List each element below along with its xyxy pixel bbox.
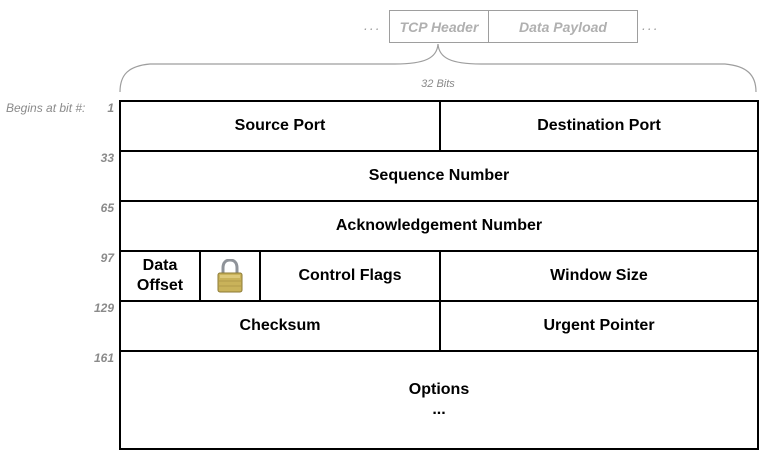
acknowledgement-number-field: Acknowledgement Number	[119, 200, 759, 250]
checksum-label: Checksum	[239, 317, 321, 334]
data-offset-label-line2: Offset	[136, 277, 184, 294]
data-payload-box: Data Payload	[488, 10, 638, 43]
sequence-number-label: Sequence Number	[368, 167, 510, 184]
source-port-field: Source Port	[119, 100, 439, 150]
urgent-pointer-field: Urgent Pointer	[439, 300, 759, 350]
tcp-header-diagram: Source Port Destination Port Sequence Nu…	[119, 100, 759, 450]
source-port-label: Source Port	[234, 117, 326, 134]
control-flags-label: Control Flags	[298, 267, 402, 284]
row-options: Options ...	[119, 350, 759, 450]
row-offset-129: 129	[93, 301, 114, 315]
width-brace	[119, 43, 757, 93]
lock-icon	[217, 259, 243, 293]
trailing-ellipsis: ...	[642, 17, 660, 33]
acknowledgement-number-label: Acknowledgement Number	[335, 217, 543, 234]
row-acknowledgement: Acknowledgement Number	[119, 200, 759, 250]
leading-ellipsis: ...	[364, 17, 382, 33]
window-size-field: Window Size	[439, 250, 759, 300]
destination-port-label: Destination Port	[537, 117, 661, 134]
reserved-field	[199, 250, 259, 300]
row-offset-161: 161	[93, 351, 114, 365]
destination-port-field: Destination Port	[439, 100, 759, 150]
row-offset-65: 65	[100, 201, 114, 215]
row-ports: Source Port Destination Port	[119, 100, 759, 150]
row-checksum: Checksum Urgent Pointer	[119, 300, 759, 350]
data-offset-field: Data Offset	[119, 250, 199, 300]
bits-width-label: 32 Bits	[421, 78, 455, 90]
control-flags-field: Control Flags	[259, 250, 439, 300]
options-continuation: ...	[432, 401, 446, 418]
row-offset-1: 1	[107, 101, 114, 115]
urgent-pointer-label: Urgent Pointer	[543, 317, 655, 334]
begins-at-label: Begins at bit #:	[6, 101, 86, 115]
options-field: Options ...	[119, 350, 759, 450]
checksum-field: Checksum	[119, 300, 439, 350]
row-offset-33: 33	[100, 151, 114, 165]
window-size-label: Window Size	[550, 267, 648, 284]
options-label: Options	[408, 381, 470, 398]
sequence-number-field: Sequence Number	[119, 150, 759, 200]
row-flags: Data Offset Control Flags Window Size	[119, 250, 759, 300]
row-offset-97: 97	[100, 251, 114, 265]
data-offset-label-line1: Data	[142, 257, 178, 274]
row-sequence: Sequence Number	[119, 150, 759, 200]
